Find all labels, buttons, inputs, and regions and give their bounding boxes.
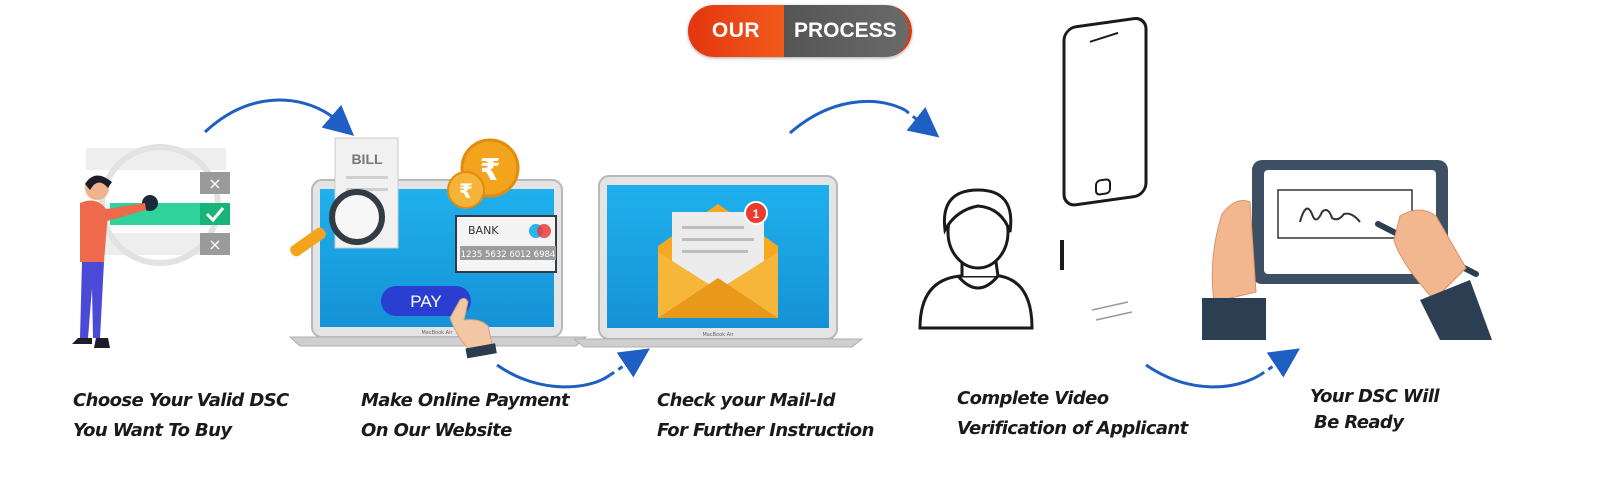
svg-text:1: 1 [753, 207, 760, 221]
video-verification-illustration [918, 16, 1148, 330]
process-header-badge: OUR PROCESS [688, 5, 912, 57]
step-2-line-1: Make Online Payment [361, 390, 570, 411]
step-4-line-1: Complete Video [957, 388, 1109, 409]
step-2-caption: Make Online Payment On Our Website [361, 386, 570, 446]
svg-text:₹: ₹ [480, 153, 501, 188]
svg-text:BILL: BILL [351, 151, 383, 167]
step-5-line-1: Your DSC Will [1310, 386, 1440, 407]
svg-text:BANK: BANK [468, 224, 499, 237]
choose-dsc-illustration: × × [72, 144, 230, 348]
step-5-caption: Your DSC Will Be Ready [1310, 384, 1440, 436]
header-our: OUR [688, 5, 784, 57]
step-1-caption: Choose Your Valid DSC You Want To Buy [73, 386, 289, 446]
step-3-line-1: Check your Mail-Id [657, 390, 835, 411]
dsc-ready-illustration [1202, 160, 1492, 340]
svg-text:×: × [208, 174, 221, 193]
step-1-line-2: You Want To Buy [73, 420, 232, 441]
header-process: PROCESS [784, 5, 912, 57]
svg-text:MacBook Air: MacBook Air [702, 332, 734, 338]
step-4-line-2: Verification of Applicant [957, 418, 1188, 439]
mail-laptop-illustration: MacBook Air 1 [572, 175, 864, 348]
svg-text:PAY: PAY [410, 292, 442, 311]
step-4-caption: Complete Video Verification of Applicant [957, 384, 1188, 444]
step-5-line-2: Be Ready [1314, 412, 1404, 433]
step-3-caption: Check your Mail-Id For Further Instructi… [657, 386, 874, 446]
svg-text:×: × [208, 235, 221, 254]
svg-text:MacBook Air: MacBook Air [421, 330, 453, 336]
svg-text:₹: ₹ [459, 179, 473, 203]
step-3-line-2: For Further Instruction [657, 420, 874, 441]
step-2-line-2: On Our Website [361, 420, 512, 441]
payment-laptop-illustration: MacBook Air BILL ₹ ₹ BANK 1235 5632 6012… [288, 137, 588, 359]
arrow-3 [789, 100, 940, 138]
arrow-4 [1145, 348, 1300, 389]
arrow-1 [203, 98, 355, 136]
svg-text:1235 5632 6012 6984: 1235 5632 6012 6984 [461, 250, 556, 260]
step-1-line-1: Choose Your Valid DSC [73, 390, 289, 411]
arrow-2 [496, 348, 650, 389]
